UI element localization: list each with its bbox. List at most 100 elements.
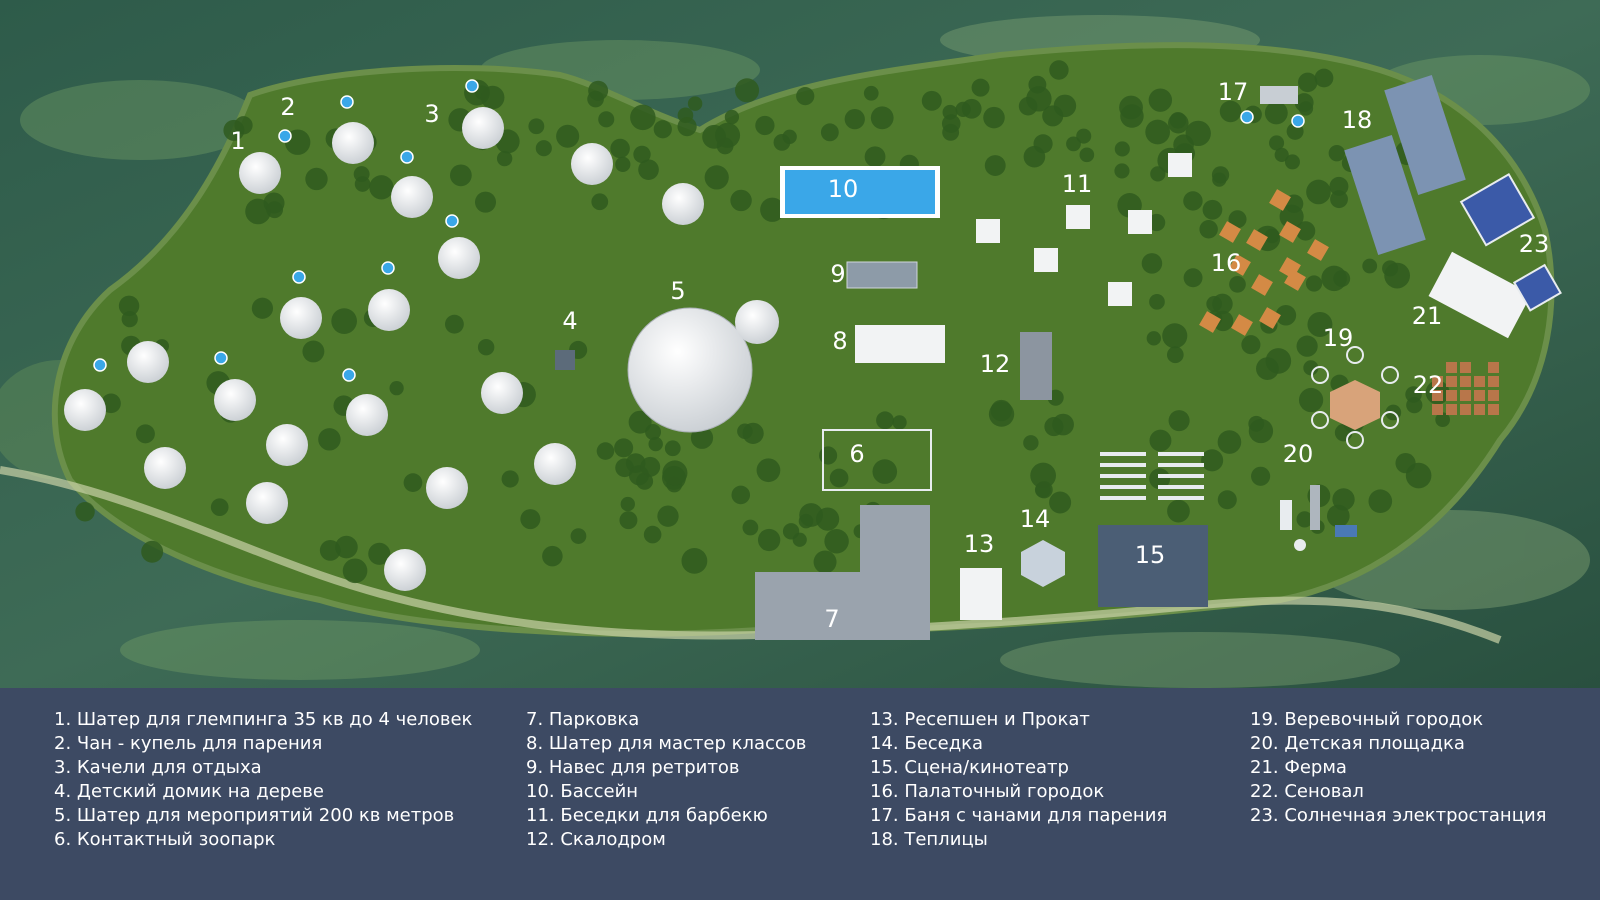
camp-tent: [1307, 239, 1329, 261]
tree: [302, 340, 325, 363]
tree: [955, 101, 971, 117]
petting-zoo: [822, 429, 932, 491]
tree: [1368, 489, 1393, 514]
tree: [1079, 147, 1095, 163]
hot-tub: [381, 261, 395, 275]
legend-item: 19. Веревочный городок: [1250, 709, 1484, 730]
tree: [1264, 228, 1280, 244]
tree: [1035, 481, 1053, 499]
tree: [1305, 275, 1323, 292]
audience-bench: [1158, 452, 1204, 456]
legend-item: 23. Солнечная электростанция: [1250, 805, 1547, 826]
map-marker-15: 15: [1135, 541, 1166, 569]
map-marker-18: 18: [1342, 106, 1373, 134]
tree: [615, 156, 631, 172]
hay-bale: [1460, 390, 1471, 401]
legend-column-2: 7. Парковка 8. Шатер для мастер классов …: [526, 708, 806, 852]
tree: [1150, 166, 1166, 182]
tree: [1229, 275, 1246, 293]
legend-panel: 1. Шатер для глемпинга 35 кв до 4 челове…: [0, 688, 1600, 900]
hot-tub: [292, 270, 306, 284]
legend-item: 16. Палаточный городок: [870, 781, 1105, 802]
tree: [141, 540, 164, 563]
tree: [1148, 88, 1173, 112]
legend-item: 7. Парковка: [526, 709, 640, 730]
tree: [318, 428, 341, 451]
tree: [988, 401, 1015, 427]
map-marker-13: 13: [964, 530, 995, 558]
tree: [319, 539, 341, 561]
tree: [628, 410, 652, 434]
map-marker-6: 6: [849, 440, 864, 468]
tree: [610, 138, 630, 159]
tree: [653, 120, 672, 139]
tree: [782, 523, 800, 540]
glamping-tent: [346, 394, 388, 436]
camp-tent: [1284, 269, 1306, 291]
bbq-gazebo: [976, 219, 1000, 243]
tree: [1206, 296, 1223, 312]
tree: [1405, 462, 1432, 489]
tree: [354, 176, 371, 192]
glamping-tent: [384, 549, 426, 591]
map-marker-9: 9: [830, 260, 845, 288]
bbq-gazebo: [1034, 248, 1058, 272]
tree: [864, 146, 886, 168]
hot-tubs: [93, 79, 1305, 382]
stage-cinema: [1098, 452, 1208, 607]
hot-tub: [214, 351, 228, 365]
tree: [1049, 491, 1072, 514]
tree: [1435, 412, 1450, 428]
tree: [1251, 466, 1271, 486]
legend-item: 20. Детская площадка: [1250, 733, 1465, 754]
hot-tub: [278, 129, 292, 143]
tree: [1307, 311, 1333, 337]
tree: [730, 189, 752, 212]
tree: [1303, 360, 1319, 376]
tree: [633, 145, 651, 164]
legend-item: 13. Ресепшен и Прокат: [870, 709, 1090, 730]
tree: [1076, 128, 1092, 144]
tree: [251, 297, 274, 319]
map-marker-10: 10: [828, 175, 859, 203]
retreat-canopy: [846, 261, 918, 289]
tree: [1284, 154, 1300, 170]
tree: [1217, 490, 1237, 510]
tree: [389, 381, 404, 396]
tree: [1201, 449, 1224, 472]
tree: [704, 165, 729, 190]
tree: [645, 424, 662, 440]
hay-bale: [1432, 404, 1443, 415]
hay-bale: [1432, 376, 1443, 387]
hot-tub: [1291, 114, 1305, 128]
tree: [757, 528, 781, 552]
legend-column-4: 19. Веревочный городок 20. Детская площа…: [1250, 708, 1546, 828]
tree: [1406, 397, 1423, 414]
tree: [1162, 323, 1188, 349]
camp-tent: [1199, 311, 1221, 333]
tree: [690, 426, 714, 449]
camp-tent: [1259, 307, 1281, 329]
tree: [118, 295, 140, 317]
map-marker-1: 1: [230, 127, 245, 155]
map-marker-11: 11: [1062, 170, 1093, 198]
tree: [760, 197, 785, 222]
tree: [876, 411, 894, 430]
tree: [1241, 335, 1261, 355]
tree: [1114, 163, 1130, 179]
map-marker-16: 16: [1211, 249, 1242, 277]
legend-item: 17. Баня с чанами для парения: [870, 805, 1168, 826]
tree: [1168, 112, 1189, 134]
glamping-tent: [239, 152, 281, 194]
event-dome: [627, 300, 779, 433]
legend-item: 18. Теплицы: [870, 829, 988, 850]
tree: [724, 109, 740, 125]
tree: [1362, 258, 1378, 274]
tree: [662, 460, 688, 486]
hay-bale: [1460, 404, 1471, 415]
glamping-tent: [662, 183, 704, 225]
legend-item: 2. Чан - купель для парения: [54, 733, 323, 754]
glamping-tent: [144, 447, 186, 489]
tree: [863, 85, 879, 101]
legend-item: 21. Ферма: [1250, 757, 1347, 778]
